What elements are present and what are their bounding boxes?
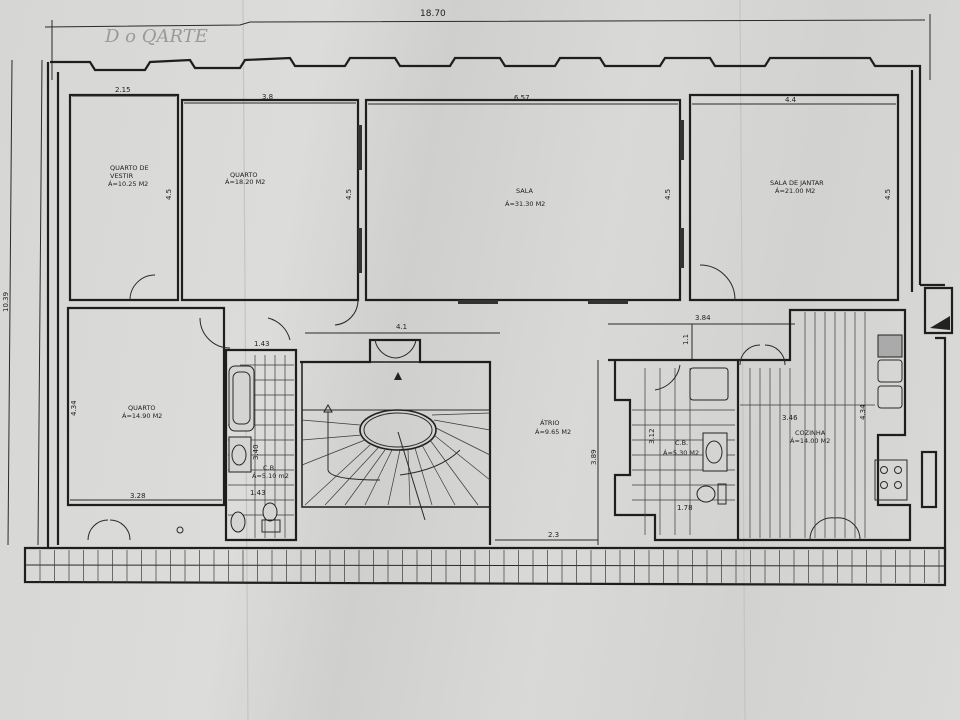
overall-width-dimension: 18.70 [44,9,931,80]
svg-text:3.8: 3.8 [262,93,273,101]
svg-text:Á=10.25 M2: Á=10.25 M2 [108,179,148,188]
svg-text:4.5: 4.5 [664,189,672,200]
svg-text:3.28: 3.28 [130,492,146,500]
svg-text:SALA: SALA [516,187,533,195]
svg-text:1.1: 1.1 [682,334,690,345]
svg-text:VESTIR: VESTIR [110,172,134,180]
overall-depth-dimension: 10.39 [2,59,43,546]
svg-text:Á=9.65 M2: Á=9.65 M2 [535,427,571,436]
room-quarto-1: 3.8 QUARTO Á=18.20 M2 4.5 [180,93,362,326]
svg-text:QUARTO: QUARTO [128,404,155,412]
svg-text:QUARTO: QUARTO [230,171,257,179]
svg-text:C.B.: C.B. [263,464,276,472]
svg-text:2.3: 2.3 [548,531,559,539]
svg-text:Á=14.00 M2: Á=14.00 M2 [790,436,830,445]
svg-text:4.5: 4.5 [165,189,173,200]
svg-text:Á=31.30 M2: Á=31.30 M2 [505,199,545,208]
svg-text:Á=14.90 M2: Á=14.90 M2 [122,411,162,420]
svg-text:Á=18.20 M2: Á=18.20 M2 [225,177,265,186]
svg-text:4.4: 4.4 [785,96,797,104]
svg-text:1.78: 1.78 [677,504,693,512]
svg-text:3.12: 3.12 [648,428,656,444]
handwritten-note: D o QARTE [104,26,208,47]
room-quarto-2: 4.34 QUARTO Á=14.90 M2 3.28 [66,306,226,541]
svg-text:6.57: 6.57 [514,94,530,102]
svg-text:C.B.: C.B. [675,439,688,447]
room-quarto-de-vestir: 2.15 QUARTO DE VESTIR Á=10.25 M2 4.5 [68,86,180,302]
chimney-block [923,286,954,335]
svg-text:1.43: 1.43 [254,340,270,348]
svg-text:4.34: 4.34 [859,404,867,420]
room-cb-2: 3.12 C.B. Á=5.30 M2 1.78 [608,358,740,542]
room-cozinha: 3.46 4.34 COZINHA Á=14.00 M2 [738,308,938,542]
svg-text:4.5: 4.5 [345,189,353,200]
svg-text:3.40: 3.40 [252,444,260,460]
svg-text:1.43: 1.43 [250,489,266,497]
svg-text:Á=5.30 M2: Á=5.30 M2 [663,448,699,457]
room-sala-de-jantar: 4.4 SALA DE JANTAR Á=21.00 M2 4.5 [688,93,900,302]
room-atrio: ÁTRIO Á=9.65 M2 3.89 2.3 3.84 1.1 [495,314,795,545]
room-cb-1: 1.43 3.40 C.B. Á=5.10 m2 1.43 [199,317,298,542]
staircase: 4.1 [300,323,500,545]
svg-text:10.39: 10.39 [2,292,10,312]
svg-text:SALA DE JANTAR: SALA DE JANTAR [770,179,824,187]
svg-text:COZINHA: COZINHA [795,429,826,437]
svg-text:ÁTRIO: ÁTRIO [540,418,559,427]
svg-text:Á=5.10 m2: Á=5.10 m2 [252,471,289,480]
svg-text:4.1: 4.1 [396,323,407,331]
svg-text:3.84: 3.84 [695,314,711,322]
balcony [23,546,947,587]
room-sala: 6.57 SALA Á=31.30 M2 4.5 [364,94,684,304]
svg-text:4.5: 4.5 [884,189,892,200]
svg-text:18.70: 18.70 [420,9,446,19]
svg-text:3.46: 3.46 [782,414,798,422]
svg-text:QUARTO DE: QUARTO DE [110,164,149,172]
svg-text:Á=21.00 M2: Á=21.00 M2 [775,186,815,195]
svg-text:2.15: 2.15 [115,86,131,94]
svg-text:4.34: 4.34 [70,400,78,416]
svg-text:3.89: 3.89 [590,449,598,465]
